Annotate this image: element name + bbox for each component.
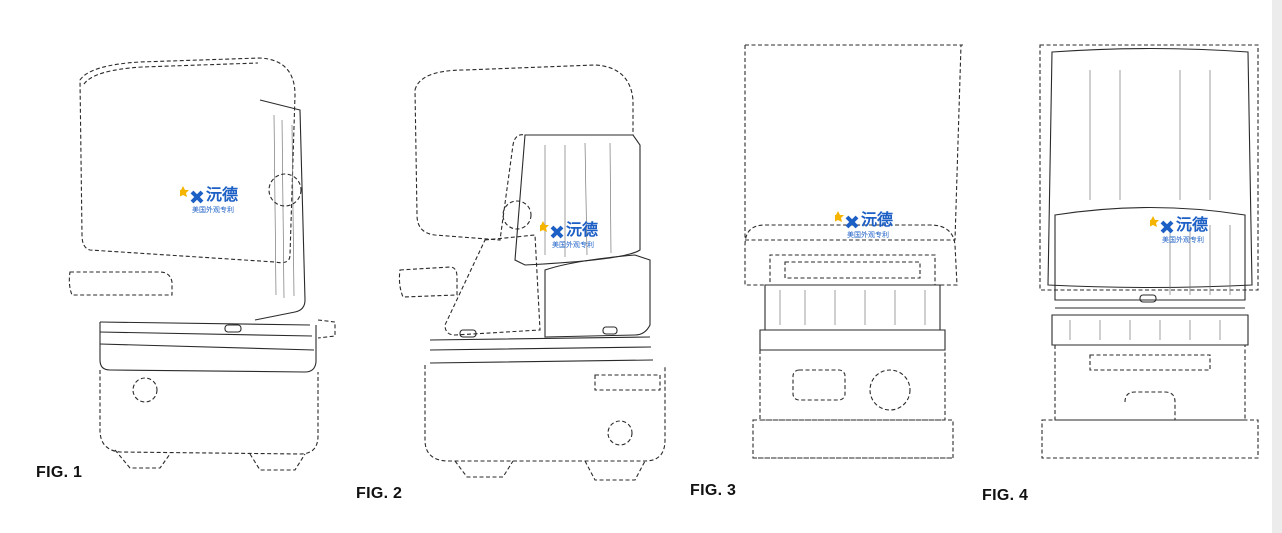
figure-2-label: FIG. 2 [356,485,403,502]
watermark-logo: 沅德 美国外观专利 [540,220,598,249]
svg-text:沅德: 沅德 [566,220,598,239]
figure-4-drawing [1030,40,1270,480]
svg-text:美国外观专利: 美国外观专利 [192,205,234,214]
figure-3-drawing [735,40,975,480]
watermark-logo: 沅德 美国外观专利 [835,210,893,239]
svg-text:美国外观专利: 美国外观专利 [1162,235,1204,244]
figure-3-label: FIG. 3 [690,482,737,499]
watermark-logo: 沅德 美国外观专利 [1150,215,1208,244]
watermark-logo: 沅德 美国外观专利 [180,185,238,214]
figure-1-label: FIG. 1 [36,464,83,481]
svg-text:沅德: 沅德 [861,210,893,229]
figure-2-drawing [395,45,685,495]
vertical-scrollbar[interactable] [1272,0,1282,533]
figure-1-drawing [60,40,350,480]
svg-text:美国外观专利: 美国外观专利 [552,240,594,249]
figure-4-label: FIG. 4 [982,487,1029,504]
svg-text:沅德: 沅德 [1176,215,1208,234]
svg-text:沅德: 沅德 [206,185,238,204]
svg-text:美国外观专利: 美国外观专利 [847,230,889,239]
